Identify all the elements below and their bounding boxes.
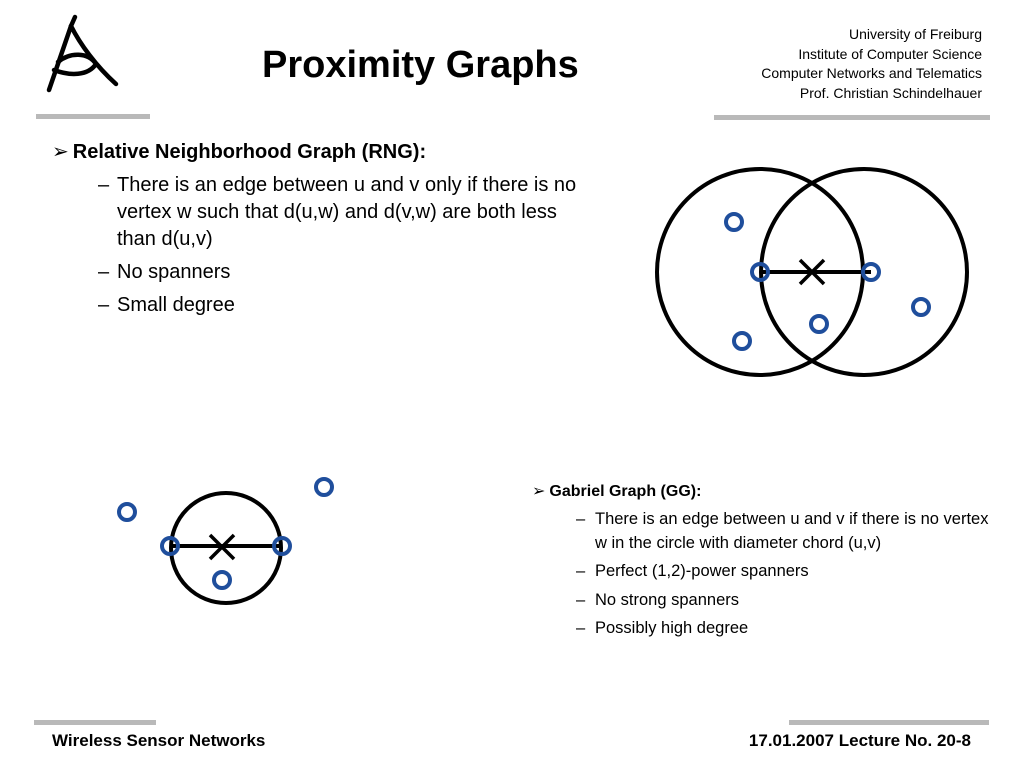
vertex <box>911 297 931 317</box>
header-divider-right <box>714 115 990 120</box>
vertex <box>117 502 137 522</box>
list-item: –No strong spanners <box>576 589 996 613</box>
dash-bullet: – <box>98 294 110 316</box>
rng-lune-circle-u <box>655 167 865 377</box>
vertex <box>314 477 334 497</box>
gg-point-text: No strong spanners <box>595 590 739 609</box>
footer-course: Wireless Sensor Networks <box>52 731 266 750</box>
vertex <box>212 570 232 590</box>
dash-bullet: – <box>98 174 110 196</box>
header-divider-left <box>36 114 150 119</box>
institution-line: Computer Networks and Telematics <box>761 65 982 81</box>
list-item: –No spanners <box>98 259 598 286</box>
gg-point-text: Perfect (1,2)-power spanners <box>595 562 809 580</box>
vertex-v <box>272 536 292 556</box>
university-logo-icon <box>46 14 119 93</box>
rng-point-list: –There is an edge between u and v only i… <box>98 172 598 325</box>
dash-bullet: – <box>576 562 586 580</box>
gg-vertices <box>117 477 334 590</box>
rng-point-text: No spanners <box>117 261 231 283</box>
vertex-v <box>861 262 881 282</box>
rng-lune-circle-v <box>759 167 969 377</box>
institution-line: Prof. Christian Schindelhauer <box>799 84 982 101</box>
vertex <box>732 331 752 351</box>
institution-line: University of Freiburg <box>848 26 982 42</box>
page-title: Proximity Graphs <box>262 44 579 86</box>
list-item: –Perfect (1,2)-power spanners <box>576 560 996 584</box>
gg-point-text: There is an edge between u and v if ther… <box>595 510 989 552</box>
gg-heading-text: Gabriel Graph (GG): <box>549 483 702 500</box>
rng-diagram <box>655 167 969 377</box>
rng-point-text: Small degree <box>117 294 235 316</box>
gg-diameter-circle <box>169 491 283 605</box>
gg-point-text: Possibly high degree <box>595 619 749 637</box>
rng-point-text: There is an edge between u and v only if… <box>117 174 577 250</box>
footer-divider-right <box>789 720 989 725</box>
dash-bullet: – <box>576 619 586 637</box>
rng-heading-text: Relative Neighborhood Graph (RNG): <box>72 141 427 163</box>
dash-bullet: – <box>576 510 586 528</box>
arrow-bullet-icon: ➢ <box>532 483 546 500</box>
rng-heading: ➢Relative Neighborhood Graph (RNG): <box>52 139 426 164</box>
institution-line: Institute of Computer Science <box>798 45 982 62</box>
footer-lecture: 17.01.2007 Lecture No. 20-8 <box>748 731 971 750</box>
footer-divider-left <box>34 720 156 725</box>
vertex <box>724 212 744 232</box>
gg-heading: ➢Gabriel Graph (GG): <box>532 481 701 501</box>
gg-diagram <box>117 477 334 605</box>
list-item: –Possibly high degree <box>576 617 996 641</box>
dash-bullet: – <box>98 261 110 283</box>
list-item: –There is an edge between u and v if the… <box>576 508 996 555</box>
rng-center-cross-icon <box>798 258 826 286</box>
rng-vertices <box>724 212 931 351</box>
list-item: –Small degree <box>98 292 598 319</box>
arrow-bullet-icon: ➢ <box>52 141 69 163</box>
institution-block: University of Freiburg Institute of Comp… <box>761 25 982 103</box>
gg-point-list: –There is an edge between u and v if the… <box>576 508 996 646</box>
list-item: –There is an edge between u and v only i… <box>98 172 598 253</box>
vertex-u <box>750 262 770 282</box>
gg-center-cross-icon <box>208 533 236 561</box>
vertex-u <box>160 536 180 556</box>
dash-bullet: – <box>576 590 586 609</box>
vertex <box>809 314 829 334</box>
